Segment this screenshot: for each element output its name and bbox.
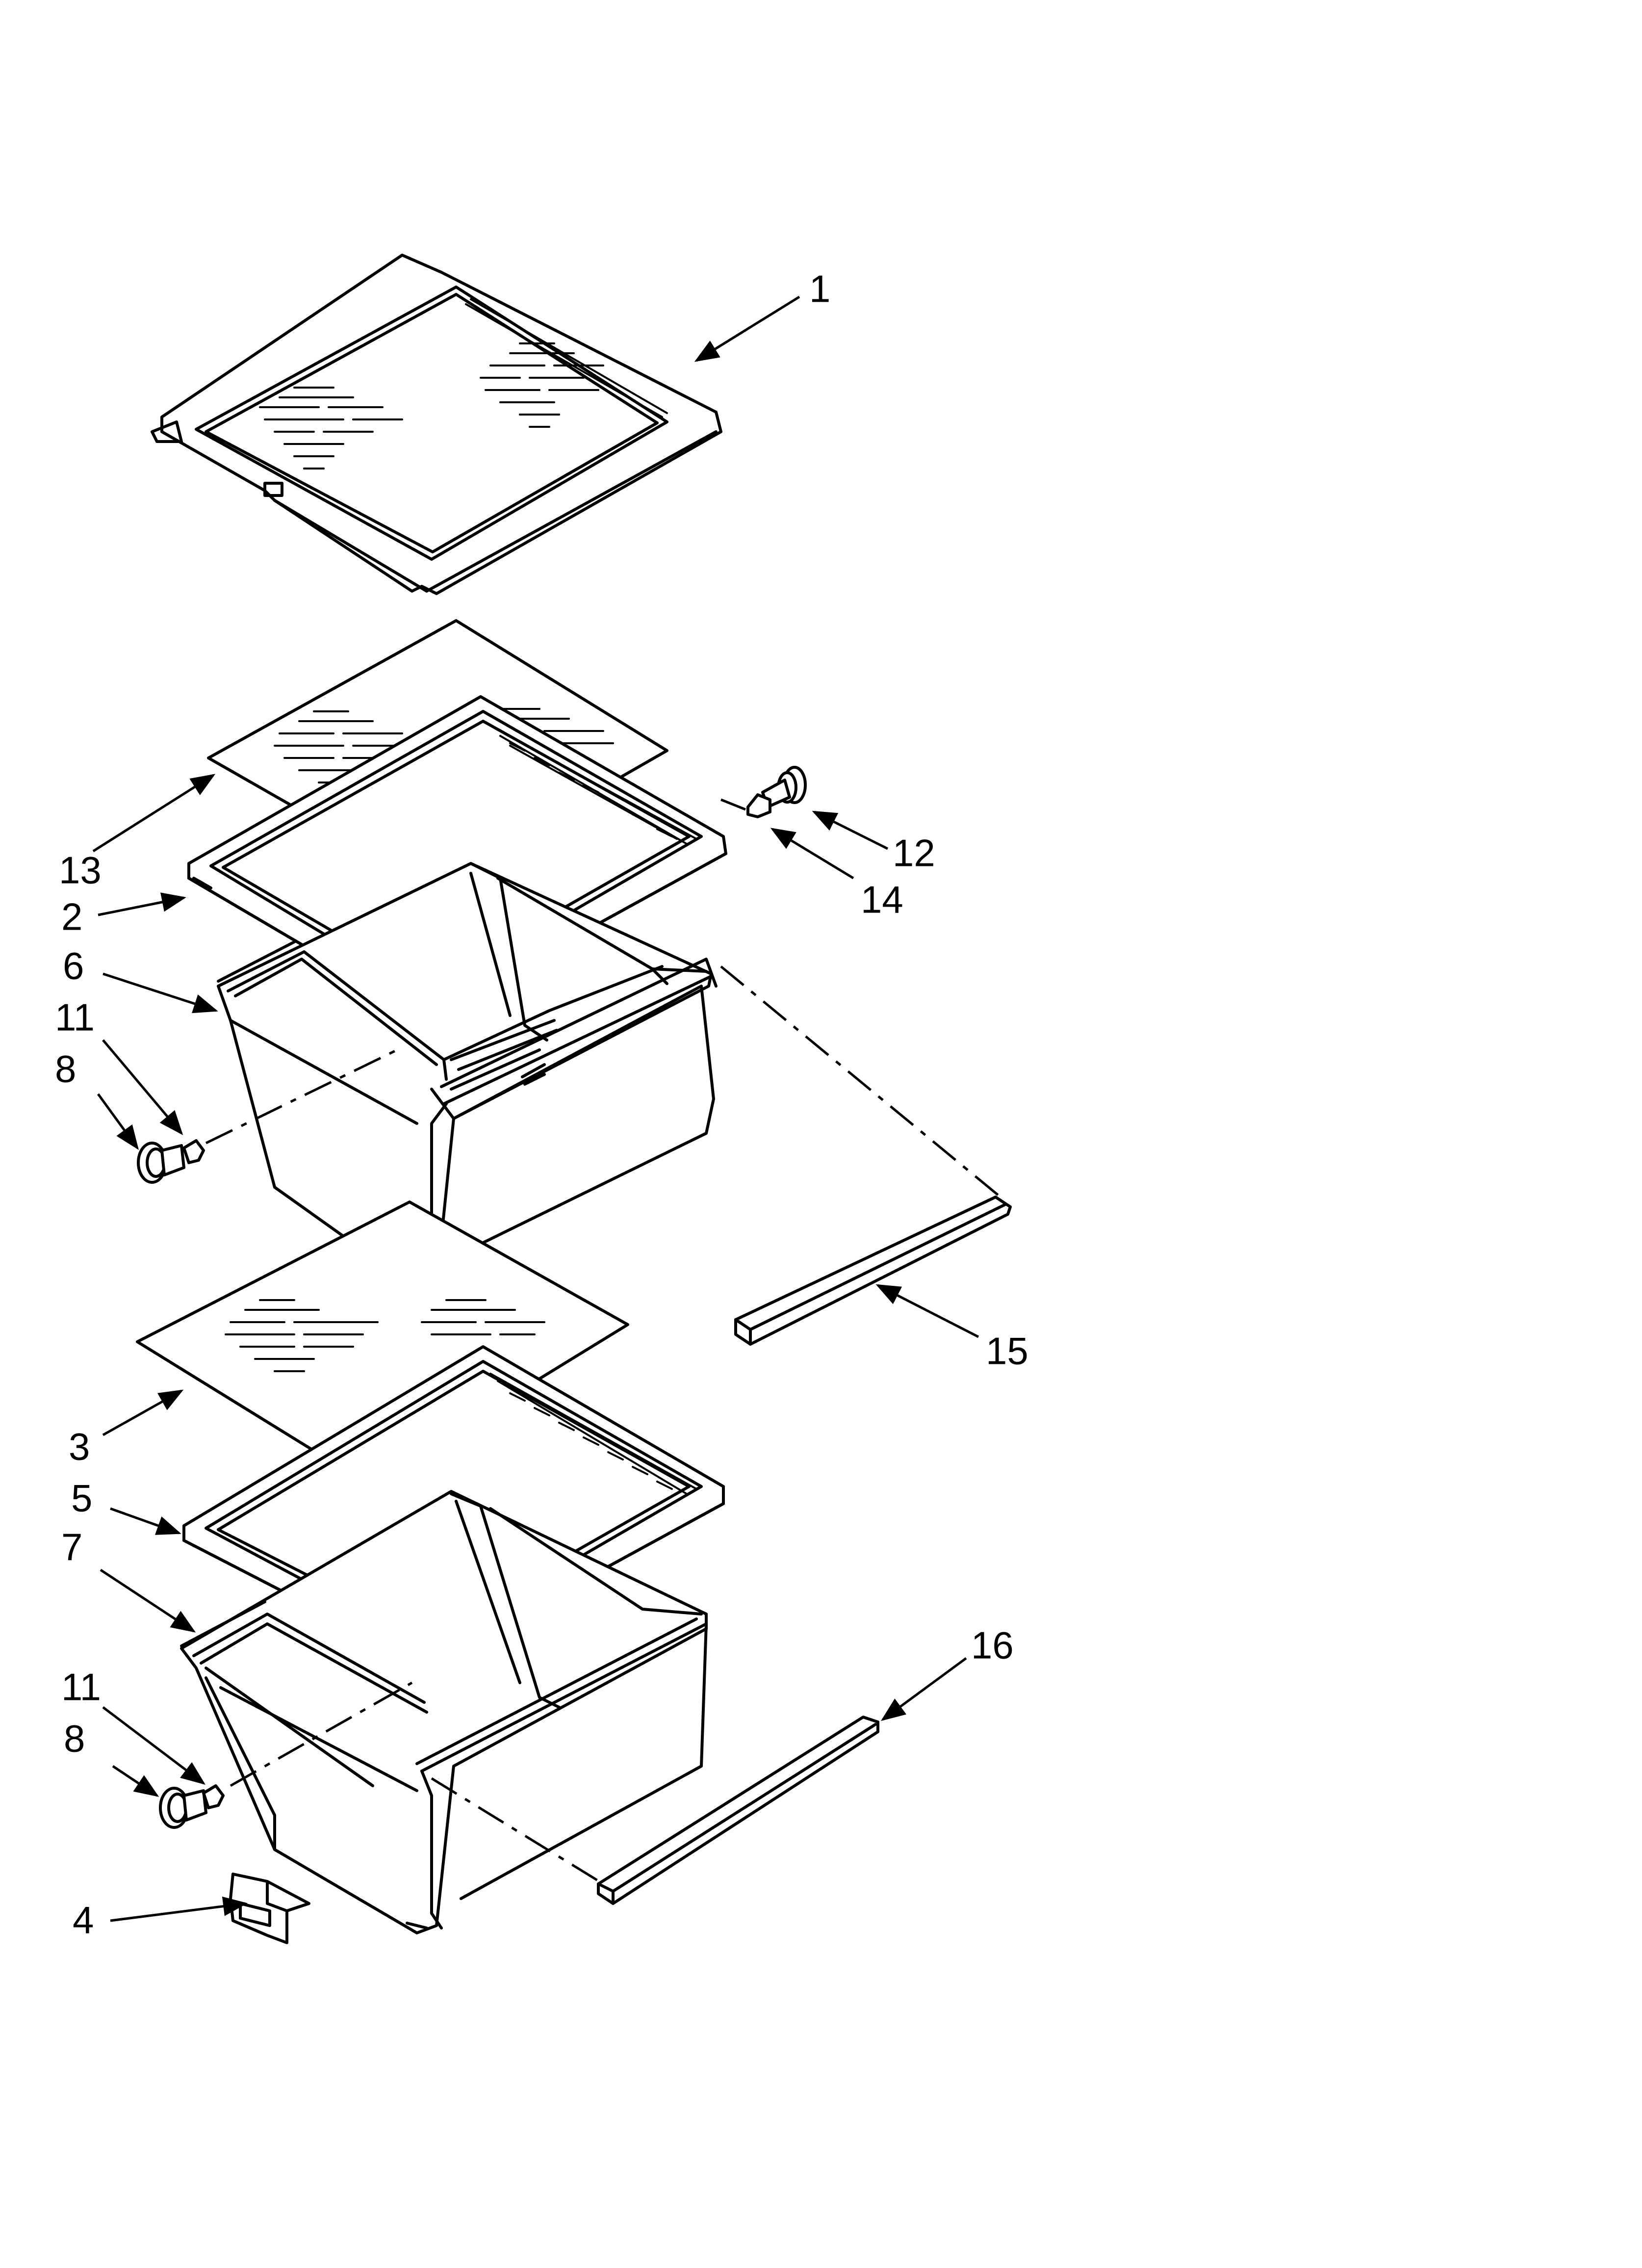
part-1-top-shelf <box>151 254 722 595</box>
callout-11-lower: 11 <box>61 1666 101 1709</box>
callout-1: 1 <box>809 267 830 311</box>
callout-5: 5 <box>71 1477 92 1520</box>
callout-15: 15 <box>986 1330 1028 1373</box>
callout-7: 7 <box>61 1526 82 1569</box>
part-8-roller-upper <box>137 1142 185 1184</box>
callout-4: 4 <box>73 1899 94 1942</box>
part-15-upper-trim <box>734 1196 1012 1346</box>
part-7-lower-drawer <box>180 1490 708 1934</box>
part-8-roller-lower <box>159 1787 207 1829</box>
part-16-lower-trim <box>597 1716 879 1905</box>
part-14-screw <box>746 793 771 818</box>
callout-labels: 1 13 2 6 11 8 12 14 15 3 5 7 11 8 16 4 <box>55 267 1028 1942</box>
callout-3: 3 <box>69 1425 90 1468</box>
assembly-lines <box>205 798 1001 1885</box>
callout-11-upper: 11 <box>55 996 95 1039</box>
part-4-clip <box>229 1873 310 1944</box>
part-6-upper-drawer <box>217 862 718 1292</box>
leader-lines <box>92 295 979 1922</box>
callout-2: 2 <box>61 895 82 938</box>
callout-8-upper: 8 <box>55 1047 76 1091</box>
callout-8-lower: 8 <box>64 1717 85 1760</box>
callout-16: 16 <box>971 1624 1014 1667</box>
callout-6: 6 <box>63 944 84 988</box>
callout-13: 13 <box>59 849 102 892</box>
part-11-screw-lower <box>202 1784 225 1809</box>
callout-14: 14 <box>861 878 903 921</box>
part-11-screw-upper <box>182 1139 205 1164</box>
callout-12: 12 <box>893 832 935 875</box>
part-3-lower-glass <box>136 1200 629 1486</box>
